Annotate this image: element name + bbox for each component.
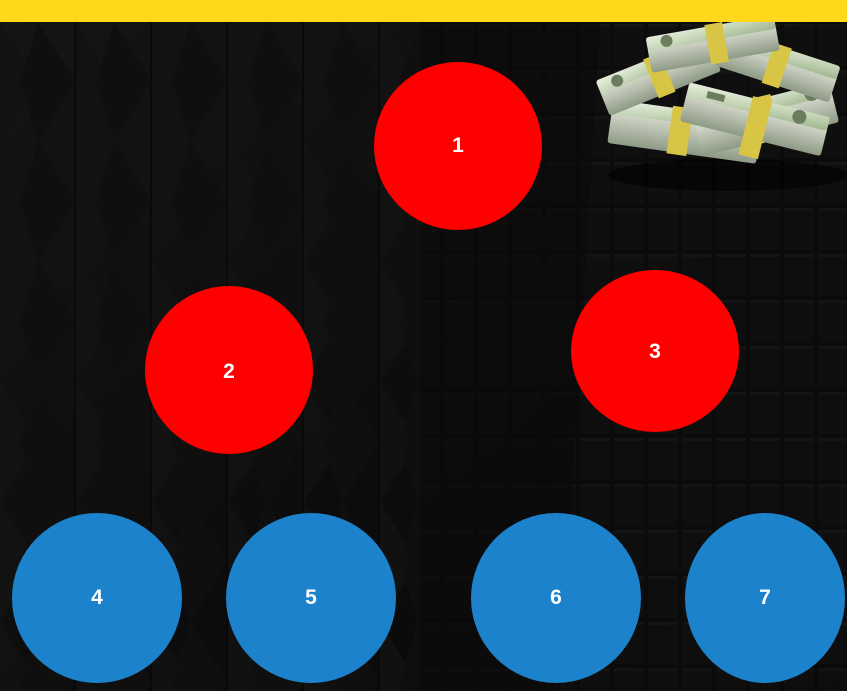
circle-2-label: 2 (223, 360, 235, 384)
circle-4-label: 4 (91, 586, 103, 610)
circle-7-label: 7 (759, 586, 771, 610)
red-circle-2[interactable]: 2 (145, 286, 313, 454)
blue-circle-5[interactable]: 5 (226, 513, 396, 683)
blue-circle-7[interactable]: 7 (685, 513, 845, 683)
red-circle-1[interactable]: 1 (374, 62, 542, 230)
top-accent-bar (0, 0, 847, 22)
blue-circle-6[interactable]: 6 (471, 513, 641, 683)
red-circle-3[interactable]: 3 (571, 270, 739, 432)
money-stack-icon (588, 5, 847, 195)
circle-1-label: 1 (452, 134, 464, 158)
blue-circle-4[interactable]: 4 (12, 513, 182, 683)
circle-5-label: 5 (305, 586, 317, 610)
circle-6-label: 6 (550, 586, 562, 610)
circle-3-label: 3 (649, 340, 661, 364)
